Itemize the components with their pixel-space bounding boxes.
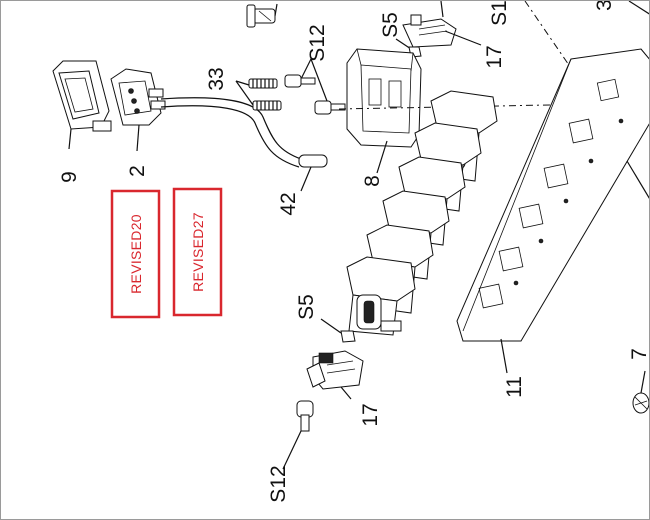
part-17-clip-top [402,1,482,48]
module-stack [346,90,498,336]
s12-screw-bottom [282,400,314,470]
s12-screws-top [284,58,346,115]
part-42-pin [298,154,328,192]
s5-nut-mid [320,318,356,343]
part-7-washer [632,370,649,414]
label-17-top: 17 [483,45,506,68]
part-33-springs [235,78,282,111]
label-s12-bottom: S12 [267,465,290,502]
leader-top-right [628,1,649,15]
part-9-bracket [52,60,112,150]
stamp-rev27-text: REVISED27 [190,212,206,292]
label-8: 8 [361,175,384,187]
label-33: 33 [205,67,228,90]
guide-line-2 [524,1,574,72]
stamp-rev20-text: REVISED20 [128,214,144,294]
cable [160,97,302,168]
label-11: 11 [503,376,526,398]
part-17-clip-bottom [306,350,364,400]
revision-stamp-20: REVISED20 [110,189,161,319]
label-s1-top: S1 [488,1,511,26]
revision-stamp-27: REVISED27 [172,187,223,317]
spring-2 [252,100,282,111]
label-42: 42 [277,192,300,215]
part-2-connector [110,68,166,152]
screw-top-left [246,3,278,28]
spring-1 [248,78,278,89]
label-s5-top: S5 [379,12,402,38]
label-3-top: 3 [593,1,616,11]
label-9: 9 [58,171,81,183]
label-17-bottom: 17 [359,403,382,426]
label-s5-mid: S5 [295,294,318,320]
label-s12-top: S12 [306,24,329,61]
label-7: 7 [628,348,650,360]
module-6 [346,256,416,336]
part-11-plate [456,48,649,374]
label-2: 2 [126,165,149,177]
part-8-housing [346,48,422,174]
